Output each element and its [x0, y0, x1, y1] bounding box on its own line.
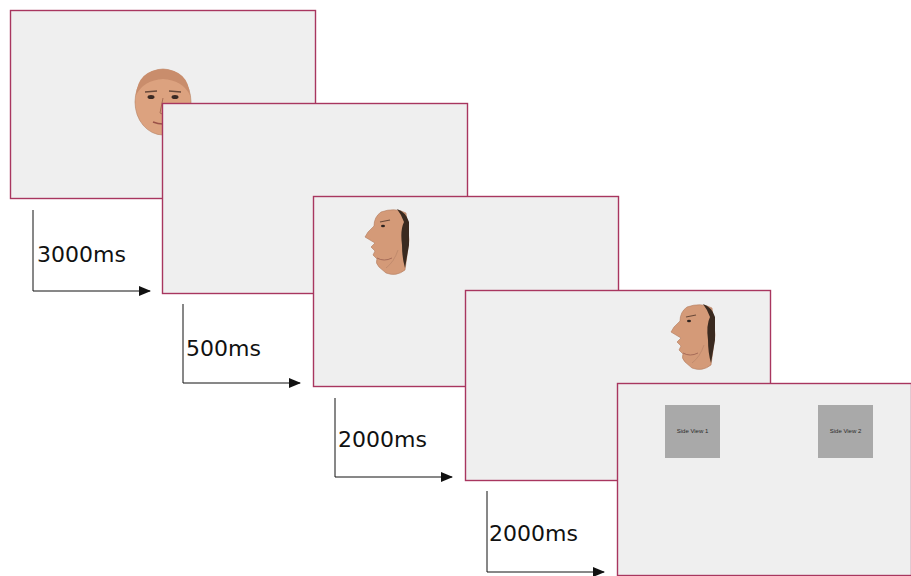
screen-frame — [618, 384, 911, 576]
duration-label: 3000ms — [37, 242, 126, 268]
duration-label: 500ms — [186, 336, 261, 362]
response-box: Side View 2 — [818, 405, 873, 458]
profile-face — [365, 209, 409, 274]
timing-arrow — [33, 210, 150, 291]
timing-arrow — [487, 491, 604, 572]
profile-face — [671, 304, 715, 369]
option-label: Side View 2 — [830, 428, 862, 435]
timing-arrow — [335, 398, 452, 477]
duration-label: 2000ms — [489, 521, 578, 547]
timing-arrow — [183, 304, 300, 383]
response-box: Side View 1 — [665, 405, 720, 458]
option-label: Side View 1 — [677, 428, 709, 435]
duration-label: 2000ms — [338, 427, 427, 453]
